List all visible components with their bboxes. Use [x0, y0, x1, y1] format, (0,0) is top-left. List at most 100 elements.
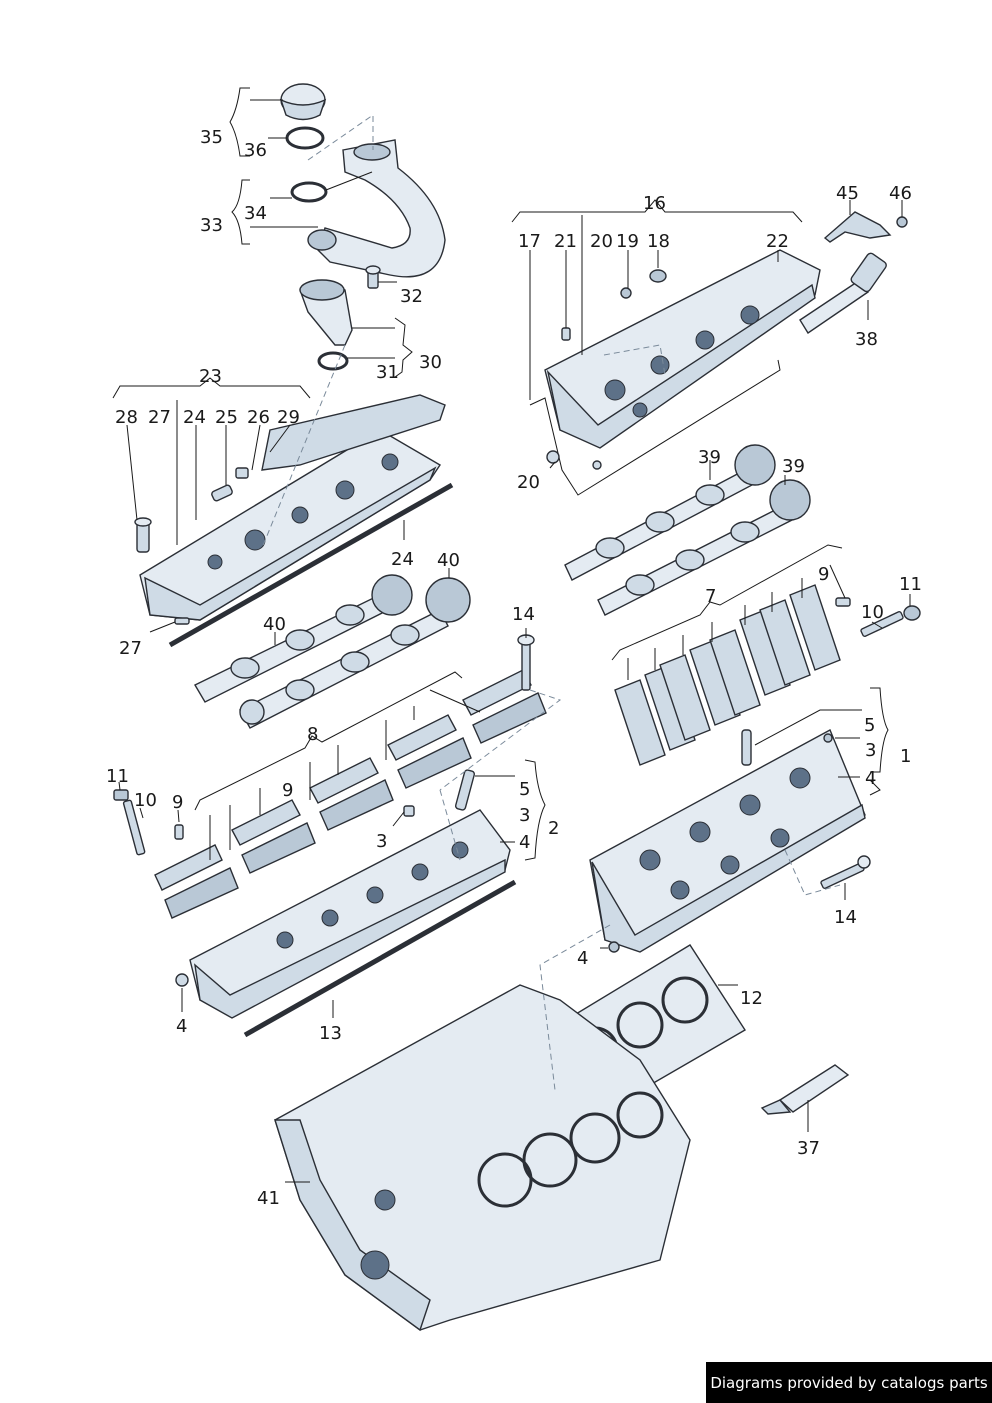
seal-20b	[592, 460, 602, 470]
label-10b: 10	[861, 602, 884, 623]
camshafts-left	[194, 574, 471, 729]
stud-10-left	[122, 799, 146, 856]
head-bolt-14-left	[517, 634, 535, 691]
oil-filler-pipe	[307, 139, 446, 278]
label-24a: 24	[183, 407, 206, 428]
plug-19	[620, 287, 632, 299]
part-labels: 35 36 33 34 32 30 31 23 28 27 24 25 26 2…	[106, 127, 922, 1209]
label-39a: 39	[698, 447, 721, 468]
plug-4-left	[175, 973, 189, 987]
label-37: 37	[797, 1138, 820, 1159]
label-14a: 14	[512, 604, 535, 625]
credit-banner: Diagrams provided by catalogs parts	[706, 1362, 992, 1403]
bearing-caps-left	[154, 669, 547, 919]
label-38: 38	[855, 329, 878, 350]
head-bolt-14-right	[820, 855, 871, 889]
oil-filler-cap	[279, 83, 327, 121]
seal-ring-31	[317, 351, 349, 371]
label-4b: 4	[577, 948, 588, 969]
part-27-pin	[174, 617, 190, 625]
label-5b: 5	[864, 715, 875, 736]
seal-18	[649, 269, 667, 283]
label-3c: 3	[865, 740, 876, 761]
label-30: 30	[419, 352, 442, 373]
label-8: 8	[307, 724, 318, 745]
guide-rail-13	[243, 879, 517, 1038]
seal-20	[546, 450, 560, 464]
label-28: 28	[115, 407, 138, 428]
bolt-32	[365, 265, 381, 289]
gasket-strip-24	[168, 482, 454, 648]
label-27b: 27	[119, 638, 142, 659]
clip-46	[896, 216, 908, 228]
label-18: 18	[647, 231, 670, 252]
label-21: 21	[554, 231, 577, 252]
label-11b: 11	[899, 574, 922, 595]
label-3b: 3	[376, 831, 387, 852]
label-9c: 9	[818, 564, 829, 585]
label-19: 19	[616, 231, 639, 252]
label-20b: 20	[517, 472, 540, 493]
part-25	[211, 484, 233, 502]
label-45: 45	[836, 183, 859, 204]
label-9b: 9	[282, 780, 293, 801]
label-3a: 3	[519, 805, 530, 826]
bracket-45	[823, 211, 892, 243]
label-23: 23	[199, 366, 222, 387]
seal-ring-36	[285, 126, 325, 150]
label-16: 16	[643, 193, 666, 214]
pin-9-right	[835, 597, 851, 607]
cylinder-head-cover-right	[544, 249, 821, 449]
label-4c: 4	[176, 1016, 187, 1037]
cylinder-head-left	[189, 809, 511, 1019]
label-4a: 4	[519, 832, 530, 853]
label-22: 22	[766, 231, 789, 252]
label-9a: 9	[172, 792, 183, 813]
label-29: 29	[277, 407, 300, 428]
label-27a: 27	[148, 407, 171, 428]
label-12: 12	[740, 988, 763, 1009]
label-24b: 24	[391, 549, 414, 570]
nut-11-right	[903, 605, 921, 621]
label-4d: 4	[865, 768, 876, 789]
label-36: 36	[244, 140, 267, 161]
sensor-28	[134, 517, 152, 553]
label-46: 46	[889, 183, 912, 204]
seal-ring-34	[290, 181, 328, 203]
label-39b: 39	[782, 456, 805, 477]
part-26	[235, 467, 249, 479]
cylinder-head-right	[589, 729, 866, 953]
camshafts-right	[564, 444, 811, 616]
label-7: 7	[705, 586, 716, 607]
label-25: 25	[215, 407, 238, 428]
label-5a: 5	[519, 779, 530, 800]
label-1: 1	[900, 746, 911, 767]
label-20a: 20	[590, 231, 613, 252]
label-31: 31	[376, 362, 399, 383]
label-35: 35	[200, 127, 223, 148]
plug-4-right	[608, 941, 620, 953]
cylinder-block-41	[274, 984, 691, 1332]
label-41: 41	[257, 1188, 280, 1209]
sleeve-3-left	[403, 805, 415, 817]
label-2: 2	[548, 818, 559, 839]
alignment-lines	[261, 114, 841, 1091]
label-40b: 40	[263, 614, 286, 635]
label-11a: 11	[106, 766, 129, 787]
sealant-tube-37	[760, 1064, 850, 1115]
filler-neck	[299, 279, 353, 346]
label-10a: 10	[134, 790, 157, 811]
sleeve-3-right	[823, 733, 833, 743]
bolt-21	[561, 327, 571, 341]
label-13: 13	[319, 1023, 342, 1044]
label-26: 26	[247, 407, 270, 428]
nut-11-left	[113, 789, 129, 801]
pin-9-left	[174, 824, 184, 840]
bearing-caps-right	[614, 584, 841, 766]
label-14b: 14	[834, 907, 857, 928]
dowel-5-right	[741, 729, 752, 766]
leader-lines	[112, 87, 911, 1183]
label-33: 33	[200, 215, 223, 236]
injector-38	[799, 252, 887, 334]
